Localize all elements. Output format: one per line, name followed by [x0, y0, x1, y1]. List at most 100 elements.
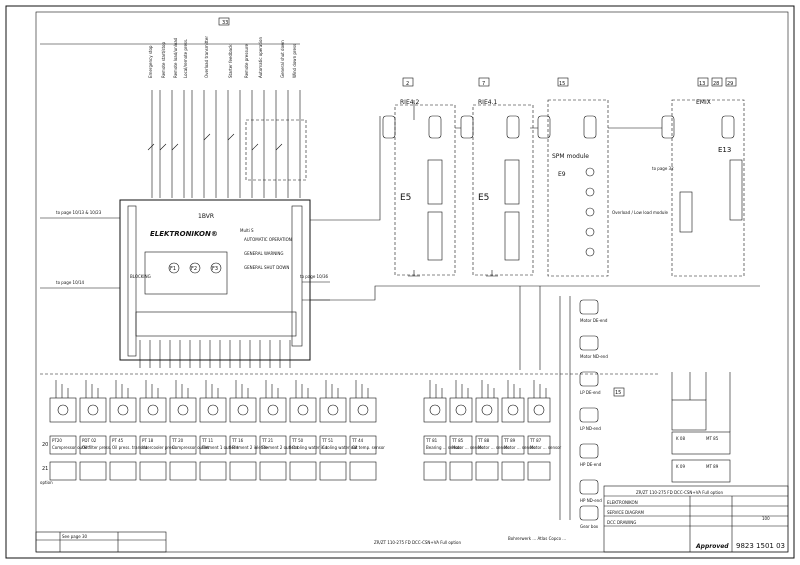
ref-box-top [218, 17, 230, 26]
sensor-symbol [527, 397, 551, 423]
sensor-tag-box-option [289, 461, 317, 481]
blocking-label: BLOCKING [130, 274, 151, 279]
led-auto-label: AUTOMATIC OPERATION [244, 237, 292, 242]
sensor-wire [533, 380, 547, 398]
sensor-icon [327, 404, 339, 416]
top-signal-labels: Emergency stop Remote start/stop Remote … [148, 36, 297, 78]
emix-note: to page 32 [652, 166, 674, 171]
svg-text:33: 33 [222, 20, 228, 26]
sensor-icon [207, 404, 219, 416]
sensor-wire [265, 380, 279, 398]
sensor-wire [235, 380, 249, 398]
sensor-tag-box [349, 435, 377, 455]
rie42-code: E5 [400, 193, 411, 203]
right-tag-k09: K 09 [676, 464, 685, 469]
ref-box-13: 13 [699, 81, 705, 87]
sensor-tag: TT 50 [291, 438, 304, 443]
sensor-icon [357, 404, 369, 416]
sensor-icon [87, 404, 99, 416]
sensor-wire [429, 380, 443, 398]
row-label-option: option [40, 480, 53, 485]
sensor-wire [145, 380, 159, 398]
key-f1-label: F1 [170, 266, 176, 272]
sensor-symbol [259, 397, 287, 423]
sensor-name: Bearing ... sensor [426, 445, 461, 450]
sensor-name: Motor ... sensor [530, 445, 562, 450]
sensor-icon [481, 404, 493, 416]
sensor-name: Motor ... sensor [504, 445, 536, 450]
sensor-name: Motor ... sensor [478, 445, 510, 450]
motor-sensor-5: HP ND-end [580, 498, 602, 503]
sensor-icon [297, 404, 309, 416]
sensor-symbol [139, 397, 167, 423]
module-emix [661, 99, 745, 277]
bottom-note-right: Bohrerwerk ... Atlas Copco ... [508, 536, 566, 541]
emix-label: EMIX [696, 99, 711, 106]
sensor-tag-box-option [319, 461, 347, 481]
note-left-mid: to page 10/14 [56, 280, 85, 285]
sensor-tag: PT20 [52, 438, 62, 443]
sensor-tag-box [169, 435, 197, 455]
sensor-tag-box-option [423, 461, 447, 481]
led-warning-label: GENERAL WARNING [244, 251, 284, 256]
sensor-tag-box-option [229, 461, 257, 481]
row-label-20: 20 [42, 442, 48, 448]
spm-label: SPM module [552, 153, 589, 160]
sensor-wire [175, 380, 189, 398]
controller-brand: ELEKTRONIKON® [150, 230, 218, 238]
title-row-1: ELEKTRONIKON [607, 500, 638, 505]
see-page-label: See page 30 [62, 534, 88, 539]
sensor-tag-box [475, 435, 499, 455]
sensor-symbol [169, 397, 197, 423]
svg-text:Remote start/stop: Remote start/stop [161, 42, 166, 78]
row-label-21: 21 [42, 466, 48, 472]
sensor-wire [455, 380, 469, 398]
sensor-tag-box-option [109, 461, 137, 481]
bottom-strip [35, 531, 167, 553]
motor-sensor-2: LP DE-end [580, 390, 601, 395]
sensor-name: Element 2 inlet te [232, 445, 268, 450]
motor-sensor-1: Motor ND-end [580, 354, 608, 359]
sensor-tag-box [449, 435, 473, 455]
sensor-icon [507, 404, 519, 416]
sensor-symbol [229, 397, 257, 423]
rie41-code: E5 [478, 193, 489, 203]
sensor-name: Compressor outlet [52, 445, 89, 450]
module-rie41 [460, 104, 534, 277]
sensor-wire [115, 380, 129, 398]
right-tag-mt85: MT 85 [706, 436, 719, 441]
sensor-icon [237, 404, 249, 416]
sensor-icon [117, 404, 129, 416]
sensor-wire [481, 380, 495, 398]
rie41-label: RIE4.1 [478, 99, 497, 106]
title-row-3: DCC DRAWING [607, 520, 636, 525]
controller-code: 1BVR [198, 213, 214, 220]
sensor-wire [355, 380, 369, 398]
sensor-tag-box [527, 435, 551, 455]
svg-text:Local/remote press.: Local/remote press. [183, 39, 188, 78]
sensor-tag-box-option [49, 461, 77, 481]
motor-sensor-0: Motor DE-end [580, 318, 608, 323]
note-left-top: to page 10/13 & 10/23 [56, 210, 102, 215]
sensor-tag-box [259, 435, 287, 455]
sensor-tag-box-option [259, 461, 287, 481]
svg-text:General shut down: General shut down [280, 40, 285, 78]
sensor-name: Cooling water out [322, 445, 358, 450]
sensor-tag-box [229, 435, 257, 455]
sensor-name: Cooling water in t [292, 445, 328, 450]
sensor-tag-box [199, 435, 227, 455]
sensor-icon [267, 404, 279, 416]
sensor-symbol [319, 397, 347, 423]
sensor-tag-box [109, 435, 137, 455]
title-block [603, 485, 789, 553]
ref-box-15b: 15 [615, 390, 621, 396]
sensor-tag-box-option [527, 461, 551, 481]
sensor-wire [295, 380, 309, 398]
sensor-tag: TT 16 [231, 438, 244, 443]
sensor-icon [177, 404, 189, 416]
sensor-tag-box [501, 435, 525, 455]
sensor-symbol [423, 397, 447, 423]
sensor-tag: TT 21 [261, 438, 274, 443]
ref-box-2: 2 [406, 81, 409, 87]
